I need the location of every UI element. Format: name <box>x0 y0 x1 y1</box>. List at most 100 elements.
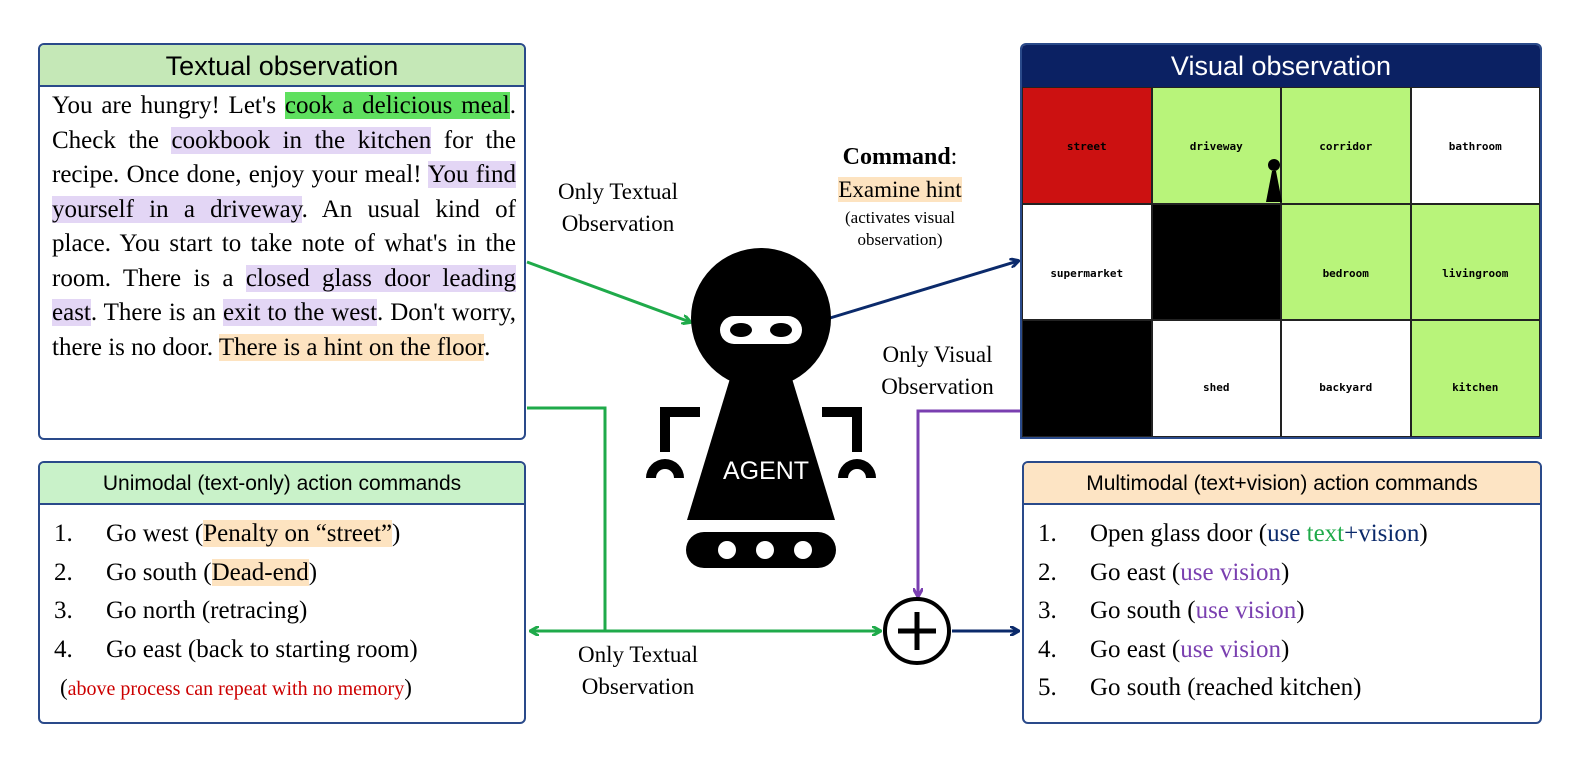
map-room-street: street <box>1022 87 1152 204</box>
unimodal-note-close: ) <box>404 675 412 700</box>
command-number: 4. <box>1038 635 1057 663</box>
arrow-textual-to-agent <box>526 260 690 322</box>
only-textual-top-line2: Observation <box>561 211 675 236</box>
command-text: Go south ( <box>106 558 212 586</box>
command-modality: use <box>1267 520 1307 547</box>
only-textual-bottom-line2: Observation <box>581 674 695 699</box>
map-room-corridor: corridor <box>1281 87 1411 204</box>
only-textual-bottom-line1: Only Textual <box>578 642 698 667</box>
command-modality: use vision <box>1195 597 1297 624</box>
arrow-agent-to-visual <box>829 261 1018 320</box>
command-number: 1. <box>1038 520 1057 547</box>
command-text-end: ) <box>1419 520 1428 547</box>
combine-plus-icon <box>883 597 951 665</box>
map-room-driveway: driveway <box>1151 87 1281 204</box>
text-fragment: . Don't worry, there is no door. <box>52 299 516 361</box>
only-visual-label: Only Visual Observation <box>855 339 1020 403</box>
command-text: Go south (reached kitchen) <box>1090 674 1362 701</box>
unimodal-commands-list: 1. Go west (Penalty on “street”) 2. Go sout… <box>54 515 418 669</box>
unimodal-commands-title: Unimodal (text-only) action commands <box>40 463 524 505</box>
command-text-end: ) <box>392 520 401 547</box>
multimodal-command-item: 2. Go east (use vision) <box>1038 554 1428 593</box>
multimodal-command-item: 5. Go south (reached kitchen) <box>1038 669 1428 708</box>
only-visual-line2: Observation <box>881 374 994 399</box>
visual-observation-title: Visual observation <box>1022 45 1540 87</box>
command-modality: use vision <box>1180 558 1281 586</box>
arrow-visual-to-combine <box>918 409 1020 596</box>
command-text-end: ) <box>308 558 318 586</box>
map-room-empty <box>1022 320 1152 437</box>
command-text-end: ) <box>1280 558 1290 586</box>
command-number: 4. <box>54 635 73 663</box>
command-number: 3. <box>1038 597 1057 624</box>
multimodal-commands-title: Multimodal (text+vision) action commands <box>1024 463 1540 505</box>
map-room-bathroom: bathroom <box>1410 87 1540 204</box>
multimodal-commands-panel: Multimodal (text+vision) action commands… <box>1022 461 1542 724</box>
highlight-phrase: There is a hint on the floor <box>218 333 485 361</box>
text-fragment: . Check the <box>52 92 516 154</box>
multimodal-command-item: 3. Go south (use vision) <box>1038 592 1428 631</box>
map-room-supermarket: supermarket <box>1022 203 1152 321</box>
map-room-backyard: backyard <box>1281 320 1411 437</box>
agent-icon <box>646 248 876 568</box>
command-modality-text: text <box>1306 520 1345 547</box>
only-textual-top-line1: Only Textual <box>558 179 678 204</box>
command-text: Go east ( <box>1090 558 1181 586</box>
command-label-block: Command: Examine hint (activates visual … <box>800 141 1000 251</box>
command-text: Go south ( <box>1090 597 1196 624</box>
only-textual-bottom-label: Only Textual Observation <box>548 639 728 703</box>
map-room-shed: shed <box>1151 320 1281 437</box>
command-highlight: Penalty on “street” <box>203 520 393 547</box>
command-colon: : <box>950 144 958 170</box>
unimodal-commands-panel: Unimodal (text-only) action commands 1. G… <box>38 461 526 724</box>
command-number: 3. <box>54 597 73 624</box>
text-fragment: . An usual kind of place. You start to t… <box>52 195 517 292</box>
multimodal-command-item: 4. Go east (use vision) <box>1038 631 1428 670</box>
multimodal-command-item: 1. Open glass door (use text+vision) <box>1038 515 1428 554</box>
textual-observation-title: Textual observation <box>40 45 524 87</box>
map-room-empty <box>1151 203 1281 321</box>
highlight-phrase: cookbook in the kitchen <box>171 126 432 154</box>
command-text: Go west ( <box>106 520 204 547</box>
command-note-line2: observation) <box>857 230 943 249</box>
unimodal-note: (above process can repeat with no memory… <box>60 675 412 701</box>
command-text: Open glass door ( <box>1090 520 1268 547</box>
command-label: Command <box>842 144 951 170</box>
command-number: 1. <box>54 520 73 547</box>
only-visual-line1: Only Visual <box>882 342 993 367</box>
unimodal-command-item: 2. Go south (Dead-end) <box>54 554 418 593</box>
command-text: Go east (back to starting room) <box>106 635 418 663</box>
command-text-end: ) <box>1280 635 1290 663</box>
highlight-phrase: cook a delicious meal <box>284 92 510 119</box>
unimodal-note-open: ( <box>60 675 68 700</box>
connector-textual-bottom <box>527 406 607 631</box>
command-highlight: Dead-end <box>211 558 309 586</box>
only-textual-top-label: Only Textual Observation <box>528 176 708 240</box>
text-fragment: . <box>484 333 491 361</box>
command-note-line1: (activates visual <box>845 208 955 227</box>
text-fragment: . There is an <box>90 299 223 326</box>
command-modality-vision: +vision <box>1344 520 1420 547</box>
text-fragment: You are hungry! Let's <box>52 92 285 119</box>
map-room-livingroom: livingroom <box>1410 203 1540 321</box>
unimodal-command-item: 3. Go north (retracing) <box>54 592 418 631</box>
highlight-phrase: exit to the west <box>222 299 378 326</box>
map-room-kitchen: kitchen <box>1410 320 1540 437</box>
command-text: Go east ( <box>1090 635 1181 663</box>
text-fragment: for the recipe. Once done, enjoy your me… <box>52 126 516 189</box>
textual-observation-panel: Textual observation You are hungry! Let'… <box>38 43 526 440</box>
command-text: Go north (retracing) <box>106 597 308 624</box>
command-text-end: ) <box>1296 597 1305 624</box>
command-number: 5. <box>1038 674 1057 701</box>
textual-observation-text: You are hungry! Let's cook a delicious m… <box>52 89 516 365</box>
command-number: 2. <box>54 558 73 586</box>
unimodal-command-item: 4. Go east (back to starting room) <box>54 631 418 670</box>
command-modality: use vision <box>1180 635 1281 663</box>
command-value: Examine hint <box>838 177 962 202</box>
multimodal-commands-list: 1. Open glass door (use text+vision) 2. Go … <box>1038 515 1428 708</box>
command-number: 2. <box>1038 558 1057 586</box>
map-room-bedroom: bedroom <box>1281 203 1411 321</box>
